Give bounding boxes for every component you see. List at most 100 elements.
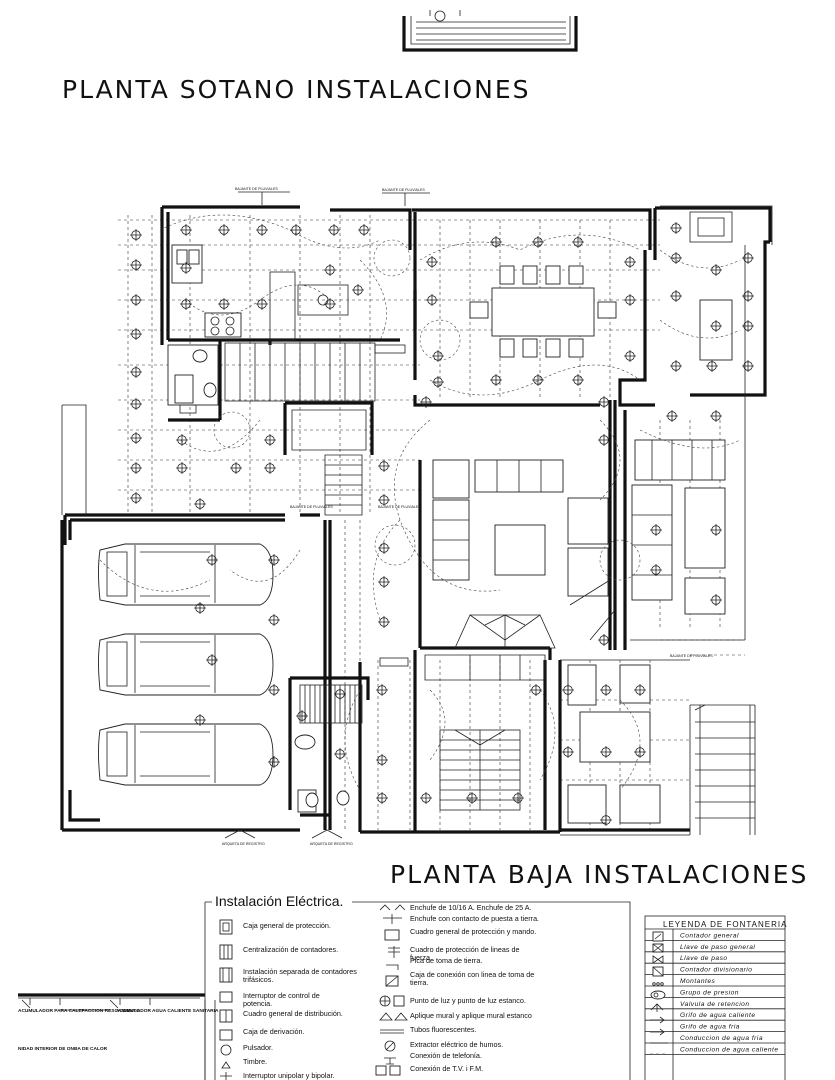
bedroom-furniture bbox=[567, 664, 661, 824]
boiler-label-right: ACUMULADOR AGUA CALIENTE SANITARIA bbox=[116, 1008, 219, 1014]
plumbing-legend-item: Grifo de agua fria bbox=[680, 1024, 740, 1031]
plumbing-legend-item: Conduccion de agua caliente bbox=[680, 1046, 779, 1053]
electrical-legend-item: fuerza. bbox=[410, 953, 432, 962]
light-point-icon bbox=[600, 746, 612, 758]
light-point-icon bbox=[378, 542, 390, 554]
electrical-legend-item: Cuadro general de distribución. bbox=[243, 1009, 343, 1018]
floor-plan: BAJANTE DE PLUVIALES BAJANTE DE PLUVIALE… bbox=[60, 187, 773, 846]
plumbing-legend-item: Contador divisionario bbox=[680, 967, 752, 974]
light-point-icon bbox=[180, 224, 192, 236]
electrical-right-symbols bbox=[375, 904, 408, 1076]
light-point-icon bbox=[130, 398, 142, 410]
garage-cars bbox=[98, 543, 274, 786]
light-point-icon bbox=[376, 684, 388, 696]
light-point-icon bbox=[264, 434, 276, 446]
main-walls bbox=[60, 205, 773, 836]
electrical-legend-item: Conexión de T.V. i F.M. bbox=[410, 1064, 483, 1073]
light-point-icon bbox=[710, 410, 722, 422]
light-point-icon bbox=[268, 554, 280, 566]
light-point-icon bbox=[130, 229, 142, 241]
previous-drawing-fragment bbox=[402, 10, 578, 52]
light-point-icon bbox=[490, 374, 502, 386]
light-point-icon bbox=[572, 374, 584, 386]
light-point-icon bbox=[670, 222, 682, 234]
light-point-icon bbox=[432, 350, 444, 362]
light-point-icon bbox=[670, 290, 682, 302]
light-point-icon bbox=[666, 410, 678, 422]
light-point-icon bbox=[466, 792, 478, 804]
light-point-icon bbox=[490, 236, 502, 248]
plumbing-legend-item: Grupo de presion bbox=[680, 989, 739, 996]
plumbing-legend-item: Montantes bbox=[680, 978, 715, 985]
light-point-icon bbox=[600, 684, 612, 696]
light-point-icon bbox=[130, 328, 142, 340]
light-point-icon bbox=[742, 252, 754, 264]
boiler-label-bottom: NIDAD INTERIOR DE ONBA DE CALOR bbox=[18, 1046, 108, 1052]
light-point-icon bbox=[334, 748, 346, 760]
light-point-icon bbox=[512, 792, 524, 804]
ground-staircase bbox=[424, 654, 546, 811]
fireplace bbox=[454, 579, 616, 649]
light-point-icon bbox=[432, 376, 444, 388]
electrical-legend-item: Enchufe de 10/16 A. Enchufe de 25 A. bbox=[410, 903, 531, 912]
wiring-arcs bbox=[99, 214, 741, 791]
light-point-icon bbox=[296, 710, 308, 722]
hatched-shaft bbox=[299, 684, 363, 724]
light-point-icon bbox=[264, 462, 276, 474]
light-point-icon bbox=[650, 524, 662, 536]
electrical-legend-item: Caja de derivación. bbox=[243, 1027, 305, 1036]
light-point-icon bbox=[742, 290, 754, 302]
light-point-icon bbox=[268, 684, 280, 696]
light-point-icon bbox=[218, 298, 230, 310]
electrical-legend-item: Tubos fluorescentes. bbox=[410, 1025, 476, 1034]
light-point-icon bbox=[256, 298, 268, 310]
light-point-icon bbox=[598, 634, 610, 646]
light-point-icon bbox=[562, 746, 574, 758]
kitchen-fixtures bbox=[171, 244, 349, 341]
light-point-icon bbox=[194, 498, 206, 510]
light-point-icon bbox=[378, 460, 390, 472]
basement-plan-title: PLANTA SOTANO INSTALACIONES bbox=[62, 75, 530, 104]
light-point-icon bbox=[532, 236, 544, 248]
electrical-legend-item: Instalación separada de contadores bbox=[243, 967, 357, 976]
light-point-icon bbox=[624, 256, 636, 268]
living-room-sofas bbox=[432, 439, 726, 615]
light-point-icon bbox=[710, 524, 722, 536]
electrical-legend-item: potencia. bbox=[243, 999, 272, 1008]
plumbing-legend-heading: LEYENDA DE FONTANERIA bbox=[663, 920, 787, 929]
bathroom-fixtures bbox=[167, 344, 350, 813]
electrical-legend-item: Enchufe con contacto de puesta a tierra. bbox=[410, 914, 539, 923]
light-point-icon bbox=[710, 320, 722, 332]
electrical-legend-item: Cuadro general de protección y mando. bbox=[410, 927, 536, 936]
electrical-legend-item: Interruptor de control de bbox=[243, 991, 320, 1000]
light-point-icon bbox=[426, 294, 438, 306]
plumbing-legend-item: Contador general bbox=[680, 932, 739, 939]
light-point-icon bbox=[130, 366, 142, 378]
electrical-left-symbols bbox=[219, 919, 233, 1080]
light-point-icon bbox=[598, 396, 610, 408]
svg-text:BAJANTE DE PLUVIALES: BAJANTE DE PLUVIALES bbox=[670, 654, 713, 658]
electrical-legend-item: Caja general de protección. bbox=[243, 921, 331, 930]
light-point-icon bbox=[742, 320, 754, 332]
light-point-icon bbox=[180, 262, 192, 274]
electrical-legend-item: tierra. bbox=[410, 978, 428, 987]
light-point-icon bbox=[420, 396, 432, 408]
svg-text:BAJANTE DE PLUVIALES: BAJANTE DE PLUVIALES bbox=[235, 187, 278, 191]
light-point-icon bbox=[130, 462, 142, 474]
light-point-icon bbox=[176, 434, 188, 446]
light-point-icon bbox=[600, 814, 612, 826]
ground-plan-title: PLANTA BAJA INSTALACIONES bbox=[390, 860, 808, 889]
boiler-label-left: ACUMULADOR PARA CALEFACCION RESCAMIENTO bbox=[18, 1008, 140, 1014]
electrical-legend-item: Aplique mural y aplique mural estanco bbox=[410, 1011, 532, 1020]
electrical-legend-item: Caja de conexión con linea de toma de bbox=[410, 970, 534, 979]
light-point-icon bbox=[290, 224, 302, 236]
boiler-diagram: ACUMULADOR PARA CALEFACCION RESCAMIENTO … bbox=[18, 993, 219, 1080]
electrical-legend-item: Conexión de telefonía. bbox=[410, 1051, 482, 1060]
light-point-icon bbox=[710, 264, 722, 276]
light-point-icon bbox=[218, 224, 230, 236]
light-point-icon bbox=[334, 688, 346, 700]
light-point-icon bbox=[324, 298, 336, 310]
light-point-icon bbox=[378, 494, 390, 506]
svg-text:BAJANTE DE PLUVIALES: BAJANTE DE PLUVIALES bbox=[378, 505, 421, 509]
light-point-icon bbox=[742, 360, 754, 372]
